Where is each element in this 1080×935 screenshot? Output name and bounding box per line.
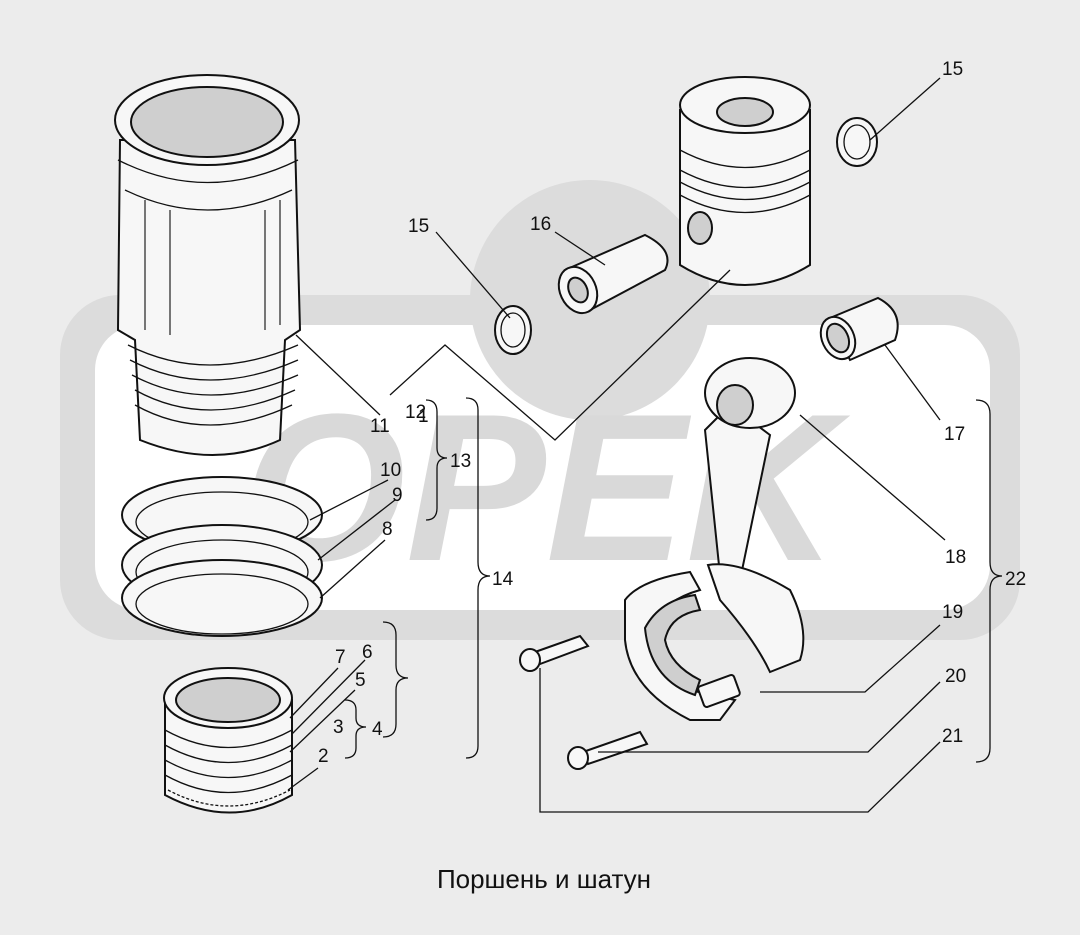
label-8: 8 bbox=[382, 519, 393, 540]
label-22: 22 bbox=[1005, 569, 1026, 590]
label-16: 16 bbox=[530, 214, 551, 235]
label-3: 3 bbox=[333, 717, 344, 738]
rod-bolt-upper bbox=[519, 634, 590, 672]
label-1: 1 bbox=[418, 406, 429, 427]
cylinder-liner bbox=[114, 74, 302, 456]
label-9: 9 bbox=[392, 485, 403, 506]
piston-pin bbox=[557, 233, 669, 315]
label-4: 4 bbox=[372, 719, 383, 740]
label-14: 14 bbox=[492, 569, 514, 590]
leader-lines bbox=[287, 77, 1003, 813]
liner-seal-rings bbox=[121, 476, 323, 637]
circlip-left bbox=[494, 305, 532, 355]
piston-ring-set bbox=[163, 667, 293, 814]
label-20: 20 bbox=[945, 666, 966, 687]
diagram-caption: Поршень и шатун bbox=[437, 864, 651, 894]
label-11: 11 bbox=[370, 416, 390, 437]
label-7: 7 bbox=[335, 647, 346, 668]
part-labels: 1 2 3 4 5 6 7 8 9 10 11 12 13 14 15 15 1… bbox=[318, 59, 1026, 767]
connecting-rod bbox=[624, 357, 805, 721]
label-10: 10 bbox=[380, 460, 401, 481]
rod-bolt-lower bbox=[567, 730, 649, 770]
label-5: 5 bbox=[355, 670, 366, 691]
label-18: 18 bbox=[945, 547, 966, 568]
label-19: 19 bbox=[942, 602, 963, 623]
label-2: 2 bbox=[318, 746, 329, 767]
small-end-bushing bbox=[819, 296, 899, 362]
label-17: 17 bbox=[944, 424, 965, 445]
circlip-right bbox=[836, 117, 878, 167]
label-15-right: 15 bbox=[942, 59, 963, 80]
piston bbox=[679, 76, 811, 286]
label-21: 21 bbox=[942, 726, 963, 747]
label-12: 12 bbox=[405, 402, 426, 423]
label-13: 13 bbox=[450, 451, 471, 472]
label-15-left: 15 bbox=[408, 216, 429, 237]
label-6: 6 bbox=[362, 642, 373, 663]
